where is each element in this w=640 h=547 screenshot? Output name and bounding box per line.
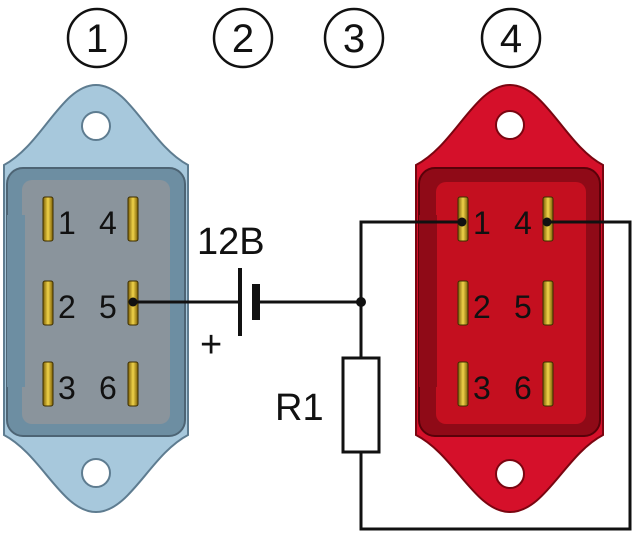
right-mount-hole-top [495, 110, 525, 140]
left-pin-4-label: 4 [99, 205, 117, 241]
svg-text:1: 1 [86, 17, 108, 61]
left-connector: 1 2 3 4 5 6 [3, 83, 189, 514]
right-pin-3-label: 3 [473, 370, 491, 406]
left-pin-1-label: 1 [58, 205, 76, 241]
step-marker-2: 2 [212, 7, 274, 69]
left-pin-6-label: 6 [99, 370, 117, 406]
junction-left-pin5 [128, 297, 138, 307]
right-pin-6-label: 6 [514, 370, 532, 406]
right-pin-1-label: 1 [473, 205, 491, 241]
left-pin-2 [42, 280, 54, 326]
right-pin-5 [542, 280, 554, 326]
left-key-slot [7, 215, 25, 387]
wire-node-to-right-pin1 [359, 220, 462, 302]
battery-plus-label: + [200, 324, 222, 366]
left-pin-1 [42, 196, 54, 242]
right-pin-4-label: 4 [514, 205, 532, 241]
wiring [133, 220, 632, 531]
right-pin-6 [542, 361, 554, 407]
svg-text:4: 4 [500, 17, 522, 61]
svg-text:2: 2 [232, 17, 254, 61]
left-pin-4 [127, 196, 139, 242]
right-mount-hole-bottom [495, 459, 525, 489]
left-pin-3-label: 3 [58, 370, 76, 406]
resistor-r1 [341, 356, 381, 454]
right-pin-2 [457, 280, 469, 326]
svg-text:3: 3 [343, 17, 365, 61]
left-mount-hole-bottom [81, 458, 111, 488]
junction-right-pin4 [542, 217, 552, 227]
wire-resistor-to-right-pin4 [359, 220, 632, 531]
battery-symbol [238, 268, 260, 336]
resistor-label: R1 [275, 387, 324, 429]
junction-node [356, 297, 366, 307]
right-key-slot [419, 215, 437, 387]
battery-voltage-label: 12В [197, 221, 265, 263]
right-pin-3 [457, 361, 469, 407]
right-connector: 1 2 3 4 5 6 [415, 83, 604, 514]
left-pin-5-label: 5 [99, 289, 117, 325]
left-pin-6 [127, 361, 139, 407]
left-pin-3 [42, 361, 54, 407]
right-pin-2-label: 2 [473, 289, 491, 325]
junction-right-pin1 [457, 217, 467, 227]
step-marker-3: 3 [323, 7, 385, 69]
left-mount-hole-top [81, 111, 111, 141]
left-pin-2-label: 2 [58, 289, 76, 325]
step-marker-4: 4 [480, 7, 542, 69]
right-pin-5-label: 5 [514, 289, 532, 325]
step-marker-1: 1 [66, 7, 128, 69]
